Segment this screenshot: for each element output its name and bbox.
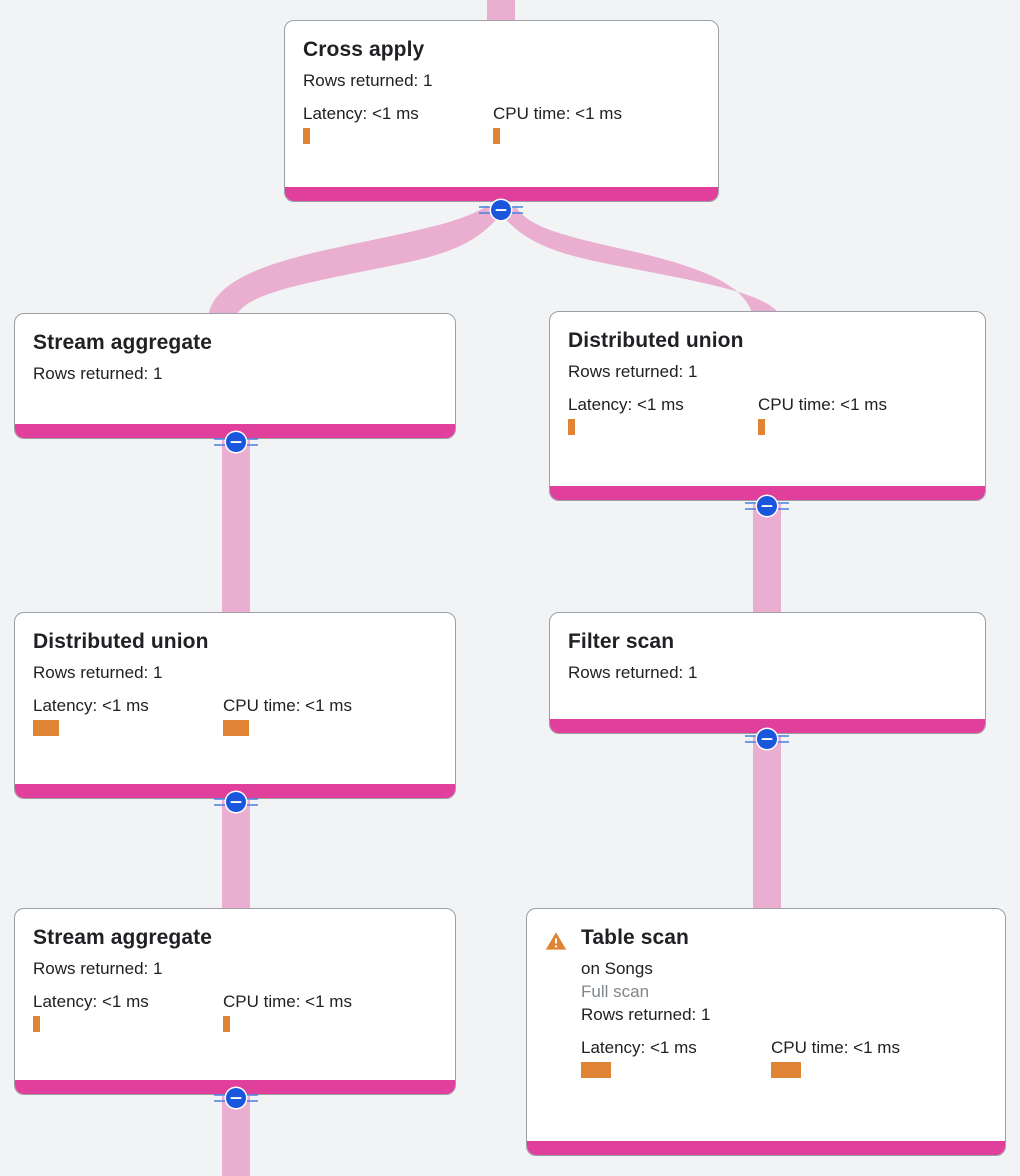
collapse-toggle-stream-aggregate-2[interactable] xyxy=(213,1086,259,1110)
node-rows-returned: Rows returned: 1 xyxy=(568,362,698,381)
plan-node-cross-apply[interactable]: Cross apply Rows returned: 1 Latency: <1… xyxy=(284,20,719,202)
metric-cpu-time: CPU time: <1 ms xyxy=(223,695,413,736)
plan-node-table-scan[interactable]: Table scan on Songs Full scan Rows retur… xyxy=(526,908,1006,1156)
node-content: Distributed union Rows returned: 1 Laten… xyxy=(568,328,967,435)
node-footer-bar xyxy=(550,486,985,500)
node-body: Stream aggregate Rows returned: 1 Latenc… xyxy=(15,909,455,1080)
metric-latency-bar xyxy=(568,419,575,435)
collapse-toggle-stream-aggregate-1[interactable] xyxy=(213,430,259,454)
node-rows-returned: Rows returned: 1 xyxy=(568,663,698,682)
metric-latency: Latency: <1 ms xyxy=(33,695,223,736)
plan-node-filter-scan[interactable]: Filter scan Rows returned: 1 xyxy=(549,612,986,734)
node-body: Stream aggregate Rows returned: 1 xyxy=(15,314,455,424)
node-title: Cross apply xyxy=(303,38,425,61)
metric-latency-bar xyxy=(581,1062,611,1078)
collapse-toggle-filter-scan[interactable] xyxy=(744,727,790,751)
node-footer-bar xyxy=(285,187,718,201)
warning-triangle-icon xyxy=(545,932,567,950)
metric-cpu-time-label: CPU time: <1 ms xyxy=(223,696,352,715)
metric-latency-label: Latency: <1 ms xyxy=(303,104,419,123)
node-title: Stream aggregate xyxy=(33,926,213,949)
node-body: Distributed union Rows returned: 1 Laten… xyxy=(15,613,455,784)
node-rows-returned: Rows returned: 1 xyxy=(33,959,163,978)
node-title: Table scan xyxy=(581,926,689,949)
node-body: Distributed union Rows returned: 1 Laten… xyxy=(550,312,985,486)
metric-cpu-time-bar xyxy=(223,1016,230,1032)
collapse-toggle-distributed-union-right[interactable] xyxy=(744,494,790,518)
metric-latency-label: Latency: <1 ms xyxy=(33,696,149,715)
edge-distributed-union-right-to-filter-scan xyxy=(753,504,781,622)
edge-stream-aggregate-1-to-distributed-union-left xyxy=(222,440,250,622)
node-rows-returned: Rows returned: 1 xyxy=(581,1005,711,1024)
metric-latency: Latency: <1 ms xyxy=(33,991,223,1032)
metric-cpu-time-label: CPU time: <1 ms xyxy=(758,395,887,414)
plan-node-stream-aggregate-2[interactable]: Stream aggregate Rows returned: 1 Latenc… xyxy=(14,908,456,1095)
edge-distributed-union-left-to-stream-aggregate-2 xyxy=(222,800,250,910)
node-content: Stream aggregate Rows returned: 1 xyxy=(33,330,437,385)
plan-node-distributed-union-left[interactable]: Distributed union Rows returned: 1 Laten… xyxy=(14,612,456,799)
node-content: Cross apply Rows returned: 1 Latency: <1… xyxy=(303,37,700,144)
metric-cpu-time-bar xyxy=(771,1062,801,1078)
metric-cpu-time-label: CPU time: <1 ms xyxy=(493,104,622,123)
node-subtitle: on Songs xyxy=(581,959,653,978)
node-body: Filter scan Rows returned: 1 xyxy=(550,613,985,719)
metric-latency-label: Latency: <1 ms xyxy=(581,1038,697,1057)
node-content: Table scan on Songs Full scan Rows retur… xyxy=(581,925,987,1078)
edge-incoming-stub xyxy=(487,0,515,22)
node-content: Filter scan Rows returned: 1 xyxy=(568,629,967,684)
node-title: Distributed union xyxy=(568,329,744,352)
metric-cpu-time-bar xyxy=(493,128,500,144)
node-metrics: Latency: <1 ms CPU time: <1 ms xyxy=(581,1037,987,1078)
node-content: Stream aggregate Rows returned: 1 Latenc… xyxy=(33,925,437,1032)
node-scan-note: Full scan xyxy=(581,982,650,1001)
metric-cpu-time-label: CPU time: <1 ms xyxy=(771,1038,900,1057)
node-rows-returned: Rows returned: 1 xyxy=(303,71,433,90)
metric-latency: Latency: <1 ms xyxy=(303,103,493,144)
metric-cpu-time: CPU time: <1 ms xyxy=(223,991,413,1032)
node-title: Distributed union xyxy=(33,630,209,653)
metric-latency-label: Latency: <1 ms xyxy=(33,992,149,1011)
plan-node-stream-aggregate-1[interactable]: Stream aggregate Rows returned: 1 xyxy=(14,313,456,439)
node-content: Distributed union Rows returned: 1 Laten… xyxy=(33,629,437,736)
metric-cpu-time-bar xyxy=(758,419,765,435)
edge-crossapply-to-stream-aggregate-1 xyxy=(208,206,501,318)
metric-latency-bar xyxy=(33,720,59,736)
metric-cpu-time-bar xyxy=(223,720,249,736)
collapse-toggle-cross-apply[interactable] xyxy=(478,198,524,222)
node-rows-returned: Rows returned: 1 xyxy=(33,364,163,383)
warning-slot xyxy=(545,925,581,951)
node-body: Table scan on Songs Full scan Rows retur… xyxy=(527,909,1005,1141)
collapse-toggle-distributed-union-left[interactable] xyxy=(213,790,259,814)
metric-cpu-time: CPU time: <1 ms xyxy=(493,103,683,144)
edge-filter-scan-to-table-scan xyxy=(753,736,781,912)
metric-cpu-time-label: CPU time: <1 ms xyxy=(223,992,352,1011)
node-rows-returned: Rows returned: 1 xyxy=(33,663,163,682)
metric-latency: Latency: <1 ms xyxy=(568,394,758,435)
plan-node-distributed-union-right[interactable]: Distributed union Rows returned: 1 Laten… xyxy=(549,311,986,501)
metric-cpu-time: CPU time: <1 ms xyxy=(758,394,948,435)
metric-latency: Latency: <1 ms xyxy=(581,1037,771,1078)
node-title: Filter scan xyxy=(568,630,675,653)
metric-latency-label: Latency: <1 ms xyxy=(568,395,684,414)
node-metrics: Latency: <1 ms CPU time: <1 ms xyxy=(33,991,437,1032)
node-metrics: Latency: <1 ms CPU time: <1 ms xyxy=(303,103,700,144)
node-title: Stream aggregate xyxy=(33,331,213,354)
node-body: Cross apply Rows returned: 1 Latency: <1… xyxy=(285,21,718,187)
edge-crossapply-to-distributed-union-right xyxy=(501,206,781,318)
node-footer-bar xyxy=(527,1141,1005,1155)
node-footer-bar xyxy=(550,719,985,733)
metric-cpu-time: CPU time: <1 ms xyxy=(771,1037,961,1078)
metric-latency-bar xyxy=(33,1016,40,1032)
node-metrics: Latency: <1 ms CPU time: <1 ms xyxy=(568,394,967,435)
node-metrics: Latency: <1 ms CPU time: <1 ms xyxy=(33,695,437,736)
metric-latency-bar xyxy=(303,128,310,144)
